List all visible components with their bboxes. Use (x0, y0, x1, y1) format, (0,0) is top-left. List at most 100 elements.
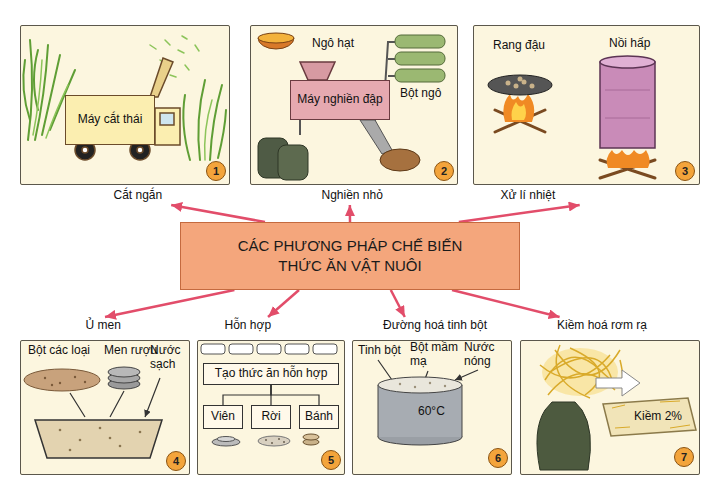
mix-picture (313, 344, 337, 354)
mill-picture (395, 69, 445, 82)
panel-ground (20, 25, 230, 185)
mix-picture (303, 434, 319, 440)
process-box: Tạo thức ăn hỗn hợp (203, 363, 339, 385)
mix-picture (278, 438, 280, 440)
central-box: CÁC PHƯƠNG PHÁP CHẾ BIẾN THỨC ĂN VẬT NUÔ… (180, 222, 520, 290)
mill-picture (360, 120, 392, 154)
ferment-picture (24, 369, 100, 391)
annotation-label: Bột mầm mạ (410, 341, 458, 369)
method-arrow (349, 205, 352, 222)
machine-box: Máy nghiền đập (290, 80, 390, 120)
method-panel: Ủ menBột các loạiMen rượuNước sạch4 (20, 317, 190, 475)
callout-number: 6 (488, 448, 508, 468)
panel-ground (197, 340, 345, 475)
heating-picture (600, 62, 655, 148)
mix-picture (217, 437, 235, 442)
box-label: Viên (211, 410, 235, 424)
bracket-line (271, 385, 319, 405)
straw-picture (556, 345, 590, 398)
method-arrow (268, 290, 299, 317)
box-label: Máy nghiền đập (297, 93, 382, 107)
grass-picture (33, 36, 212, 160)
mill-picture (258, 33, 294, 43)
truck-picture (137, 147, 143, 153)
ferment-picture (74, 376, 76, 378)
ferment-picture (119, 445, 122, 448)
mix-picture (201, 344, 225, 354)
box-label: Máy cắt thái (78, 113, 143, 127)
ferment-picture (59, 429, 62, 432)
mill-picture (395, 52, 445, 65)
ferment-picture (44, 377, 46, 379)
panel-caption: Nghiền nhỏ (322, 189, 383, 203)
grass-picture (170, 75, 176, 77)
annotation-label: Rang đậu (493, 39, 545, 53)
heating-picture (488, 56, 655, 178)
mix-picture (265, 438, 285, 444)
mill-picture (278, 145, 308, 180)
starch-picture (378, 360, 478, 445)
annotation-label: Bột các loại (28, 344, 90, 358)
straw-picture (603, 398, 696, 436)
mix-picture (271, 442, 273, 444)
ferment-picture (59, 427, 142, 452)
ferment-picture (59, 382, 61, 384)
heating-picture (488, 75, 552, 95)
panel-frame (520, 340, 700, 475)
grass-picture (218, 110, 226, 158)
annotation-label: Ngô hạt (312, 37, 354, 51)
grass-picture (205, 100, 212, 160)
panel-ground (20, 25, 700, 475)
ferment-picture (84, 381, 86, 383)
method-arrow (459, 205, 580, 222)
grass-picture (34, 50, 38, 110)
heating-picture (512, 102, 527, 120)
mix-picture (257, 344, 281, 354)
box-label: Rời (261, 410, 280, 424)
heating-picture (503, 94, 534, 122)
callout-number: 1 (206, 161, 226, 181)
mix-picture (201, 344, 337, 354)
straw-picture (540, 345, 623, 398)
annotation-label: Tinh bột (358, 344, 401, 358)
method-panel: Hỗn hợp5Tạo thức ăn hỗn hợpViênRờiBánh (197, 317, 345, 475)
heating-picture (607, 150, 650, 168)
starch-picture (399, 382, 446, 388)
box-label: Bánh (305, 410, 333, 424)
starch-picture (399, 383, 401, 385)
annotation-label: 60°C (418, 405, 445, 419)
panel-caption: Kiềm hoá rơm rạ (557, 319, 647, 333)
ferment-picture (79, 439, 82, 442)
method-panel: Nghiền nhỏNgô hạtBột ngô2Máy nghiền đập (250, 25, 458, 205)
machine-box: Máy cắt thái (65, 95, 155, 145)
straw-picture (537, 345, 696, 470)
ferment-picture (70, 378, 160, 417)
grass-picture (23, 36, 226, 160)
truck-picture (82, 147, 88, 153)
truck-picture (155, 108, 180, 145)
mix-picture (283, 441, 285, 443)
panel-ground (520, 340, 700, 475)
heating-picture (518, 77, 523, 82)
annotation-label: Nước nóng (464, 341, 508, 369)
grass-picture (195, 45, 199, 51)
heating-picture (600, 56, 655, 68)
method-panel: Kiềm hoá rơm rạKiềm 2%7 (520, 317, 700, 475)
mill-picture (300, 62, 335, 80)
ferment-picture (51, 384, 53, 386)
annotation-label: Nước sạch (150, 344, 188, 372)
straw-picture (542, 348, 618, 396)
callout-number: 3 (675, 161, 695, 181)
ferment-picture (69, 449, 72, 452)
straw-picture (596, 370, 640, 396)
heating-picture (522, 80, 527, 85)
method-panel: Đường hoá tinh bộtTinh bột Bột mầm mạNước… (352, 317, 512, 475)
panel-caption: Đường hoá tinh bột (383, 319, 487, 333)
box-label: Tạo thức ăn hỗn hợp (215, 367, 328, 381)
straw-picture (550, 358, 612, 380)
process-box: Rời (251, 405, 291, 429)
annotation-label: Men rượu (104, 344, 157, 358)
panel-caption: Ủ men (86, 319, 121, 333)
ferment-picture (24, 367, 162, 458)
